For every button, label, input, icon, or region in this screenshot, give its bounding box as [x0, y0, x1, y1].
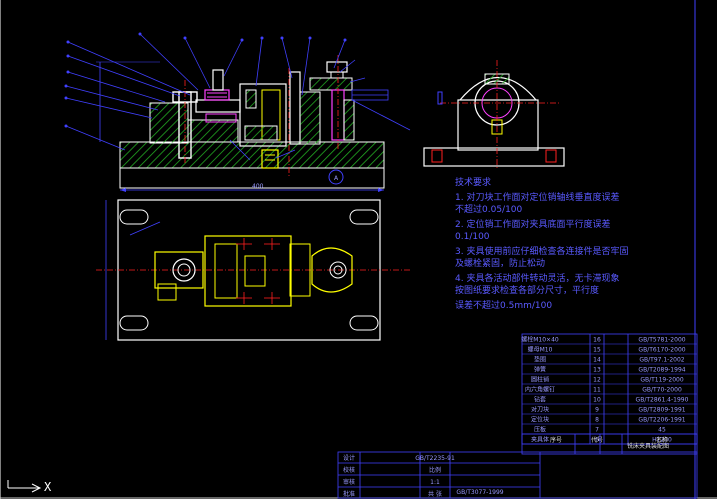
parts-cell: 12	[593, 377, 601, 384]
parts-cell: 13	[593, 367, 601, 374]
title-cell: 设计	[343, 454, 355, 462]
technical-note-line: 不超过0.05/100	[455, 205, 523, 215]
parts-cell: 7	[595, 427, 599, 434]
parts-header: 代号	[591, 436, 603, 444]
parts-cell: 夹具体	[531, 436, 549, 444]
parts-list-rows: 螺栓M10×40 16 GB/T5781-2000 螺母M10 15 GB/T6170-2…	[521, 336, 697, 445]
title-cell: 校核	[343, 466, 355, 474]
pressure-plate	[195, 99, 241, 113]
drawing-title: 铣床夹具装配图	[627, 442, 669, 450]
base-plate-lower	[119, 167, 385, 189]
parts-header: 名称	[656, 436, 668, 444]
workpiece	[239, 83, 287, 147]
parts-cell: 钻套	[534, 396, 546, 404]
parts-cell: GB/T70-2000	[642, 387, 682, 394]
parts-cell: 10	[593, 397, 601, 404]
parts-list-table	[521, 333, 698, 445]
technical-notes: 技术要求 1. 对刀块工作面对定位销轴线垂直度误差不超过0.05/100 2. 定…	[455, 177, 628, 312]
parts-cell: 螺栓M10×40	[521, 336, 559, 344]
title-cell: 1:1	[430, 479, 440, 486]
technical-note-line: 按图纸要求检查各部分尺寸，平行度	[455, 286, 600, 296]
technical-note-line: 0.1/100	[455, 232, 490, 242]
technical-notes-title: 技术要求	[455, 178, 492, 188]
section-mark-label: A	[334, 175, 339, 182]
parts-cell: GB/T6170-2000	[638, 347, 685, 354]
locating-pin	[261, 149, 279, 169]
parts-cell: 45	[658, 427, 666, 434]
overall-length-dim: 400	[252, 183, 264, 190]
parts-header: 序号	[550, 436, 562, 444]
parts-cell: GB/T97.1-2002	[639, 357, 684, 364]
parts-cell: 弹簧	[534, 366, 546, 374]
ucs-x-label: X	[44, 480, 52, 494]
title-cell: 批准	[343, 490, 355, 498]
leader-lines	[65, 33, 411, 161]
parts-cell: 16	[593, 337, 601, 344]
title-cell: 共 张	[428, 490, 442, 498]
technical-notes-body: 1. 对刀块工作面对定位销轴线垂直度误差不超过0.05/100 2. 定位销工作面…	[455, 192, 628, 312]
technical-note-line: 1. 对刀块工作面对定位销轴线垂直度误差	[455, 193, 620, 203]
parts-cell: GB/T2206-1991	[638, 417, 685, 424]
title-cell: 比例	[429, 466, 441, 474]
parts-cell: 6	[595, 437, 599, 444]
right-column	[289, 71, 301, 145]
technical-note-line: 2. 定位销工作面对夹具底面平行度误差	[455, 220, 611, 230]
ucs-icon	[7, 480, 42, 493]
side-view	[423, 60, 565, 170]
parts-cell: HT200	[652, 437, 672, 444]
side-base	[423, 147, 565, 167]
title-block	[337, 433, 698, 499]
parts-cell: GB/T119-2000	[640, 377, 684, 384]
section-marker-circle	[328, 169, 344, 185]
title-standard: GB/T3077-1999	[456, 489, 503, 496]
top-center-body	[204, 235, 292, 307]
parts-cell: 圆柱销	[531, 376, 549, 384]
technical-note-line: 及螺栓紧固，防止松动	[455, 259, 546, 269]
parts-cell: 垫圈	[534, 356, 546, 364]
parts-cell: 8	[595, 417, 599, 424]
parts-cell: 压板	[534, 426, 546, 434]
parts-cell: GB/T2089-1994	[638, 367, 685, 374]
parts-cell: 11	[593, 387, 601, 394]
title-cell: 审核	[343, 478, 355, 486]
technical-note-line: 3. 夹具使用前应仔细检查各连接件是否牢固	[455, 247, 629, 257]
parts-cell: GB/T5781-2000	[638, 337, 685, 344]
parts-cell: 9	[595, 407, 599, 414]
technical-note-line: 4. 夹具各活动部件转动灵活，无卡滞现象	[455, 274, 620, 284]
leader-ticks	[64, 32, 347, 128]
title-cell: GB/T2235-91	[415, 455, 455, 462]
top-view	[96, 199, 410, 341]
right-clamp	[309, 77, 353, 91]
parts-cell: GB/T2861.4-1990	[636, 397, 689, 404]
parts-cell: 15	[593, 347, 601, 354]
side-body	[457, 99, 539, 151]
parts-cell: GB/T2809-1991	[638, 407, 685, 414]
parts-cell: 定位块	[531, 416, 549, 424]
parts-cell: 螺母M10	[528, 346, 553, 354]
parts-cell: 对刀块	[531, 406, 549, 414]
parts-cell: 内六角螺钉	[525, 386, 555, 394]
parts-cell: 14	[593, 357, 601, 364]
technical-note-line: 误差不超过0.5mm/100	[455, 301, 553, 311]
top-left-clamp	[154, 251, 204, 289]
front-view	[96, 55, 385, 192]
